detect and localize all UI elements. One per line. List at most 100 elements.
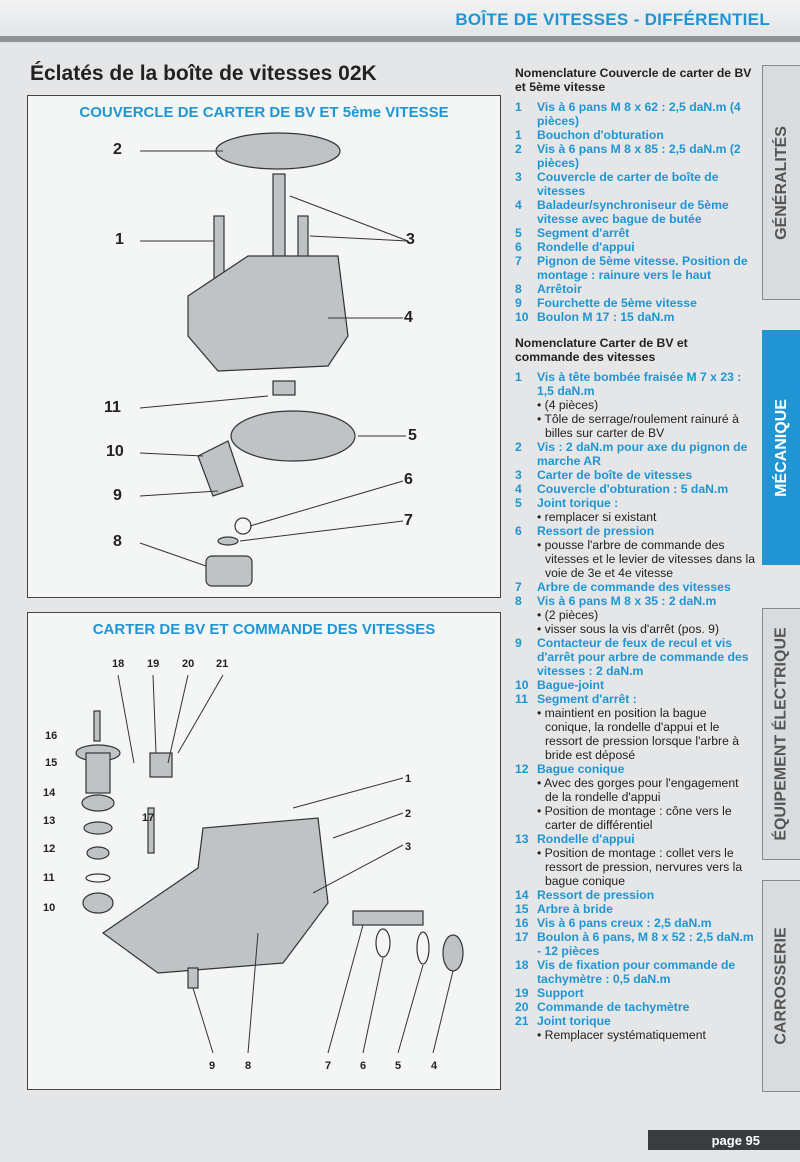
diagram-panel-housing: CARTER DE BV ET COMMANDE DES VITESSES 18…	[27, 612, 501, 1090]
item-number: 6	[515, 240, 522, 254]
item-number: 2	[515, 440, 522, 454]
part-selector-shaft	[352, 910, 424, 926]
item-number: 1	[515, 100, 522, 114]
part-housing	[101, 817, 329, 974]
exploded-diagram-housing	[75, 674, 464, 1054]
tab-equipement-electrique[interactable]: ÉQUIPEMENT ÉLECTRIQUE	[762, 608, 800, 860]
nomenclature-item: 2 Vis : 2 daN.m pour axe du pignon de mar…	[515, 440, 755, 468]
tab-mecanique[interactable]: MÉCANIQUE	[762, 330, 800, 565]
part-synchro	[230, 410, 356, 462]
item-notes: • pousse l'arbre de commande des vitesse…	[515, 538, 755, 580]
item-number: 15	[515, 902, 529, 916]
part-spring-6	[375, 928, 391, 958]
tab-generalites[interactable]: GÉNÉRALITÉS	[762, 65, 800, 300]
callout-19: 19	[147, 658, 160, 670]
item-number: 19	[515, 986, 529, 1000]
item-note: • visser sous la vis d'arrêt (pos. 9)	[537, 622, 720, 636]
callout-4: 4	[431, 1060, 438, 1072]
callout-9: 9	[209, 1060, 216, 1072]
item-note: • remplacer si existant	[537, 510, 657, 524]
item-text: Vis : 2 daN.m pour axe du pignon de marc…	[537, 440, 748, 468]
item-note: • Position de montage : collet vers le r…	[537, 846, 743, 888]
nomenclature-item: 5 Segment d'arrêt	[515, 226, 755, 240]
part-washer	[217, 536, 239, 546]
callout-13: 13	[43, 815, 56, 827]
part-circlip	[234, 517, 252, 535]
tab-carrosserie[interactable]: CARROSSERIE	[762, 880, 800, 1092]
item-note: • Remplacer systématiquement	[537, 1028, 706, 1042]
part-screw-16	[93, 710, 101, 742]
item-text: Carter de boîte de vitesses	[537, 468, 693, 482]
item-text: Couvercle de carter de boîte de vitesses	[537, 170, 719, 198]
item-text: Arbre à bride	[537, 902, 613, 916]
item-text: Arbre de commande des vitesses	[537, 580, 731, 594]
part-shaft	[85, 752, 111, 794]
callout-11: 11	[43, 872, 55, 884]
nomenclature-item: 7 Arbre de commande des vitesses	[515, 580, 755, 594]
part-switch-9	[187, 967, 199, 989]
item-notes: • Avec des gorges pour l'engagement de l…	[515, 776, 755, 832]
callout-2: 2	[113, 141, 122, 158]
item-number: 20	[515, 1000, 529, 1014]
part-plug	[215, 132, 341, 170]
callout-10: 10	[43, 902, 56, 914]
item-notes: • maintient en position la bague conique…	[515, 706, 755, 762]
part-cone-ring	[86, 846, 110, 860]
nomenclature-heading-cover: Nomenclature Couvercle de carter de BV e…	[515, 66, 752, 94]
item-note: • (2 pièces)	[537, 608, 599, 622]
item-note: • Avec des gorges pour l'engagement de l…	[537, 776, 739, 804]
item-text: Joint torique	[537, 1014, 611, 1028]
item-text: Pignon de 5ème vitesse. Position de mont…	[537, 254, 748, 282]
callout-21: 21	[216, 658, 229, 670]
callout-7: 7	[325, 1060, 332, 1072]
part-washer-13	[83, 821, 113, 835]
header-rule	[0, 36, 800, 42]
item-number: 14	[515, 888, 529, 902]
item-text: Rondelle d'appui	[537, 240, 635, 254]
part-oring-5	[416, 931, 430, 965]
nomenclature-item: 7 Pignon de 5ème vitesse. Position de mon…	[515, 254, 755, 282]
item-text: Segment d'arrêt	[537, 226, 630, 240]
item-number: 5	[515, 226, 522, 240]
callout-9: 9	[113, 487, 122, 504]
callout-1: 1	[405, 773, 412, 785]
part-gear	[205, 555, 253, 587]
item-number: 9	[515, 636, 522, 650]
item-text: Vis à 6 pans M 8 x 62 : 2,5 daN.m (4 piè…	[537, 100, 741, 128]
part-cover	[187, 255, 349, 372]
item-number: 5	[515, 496, 522, 510]
section-title: BOÎTE DE VITESSES - DIFFÉRENTIEL	[455, 10, 770, 29]
callout-1: 1	[115, 231, 124, 248]
callout-8: 8	[113, 533, 122, 550]
item-number: 7	[515, 254, 522, 268]
item-text: Bouchon d'obturation	[537, 128, 664, 142]
item-number: 1	[515, 128, 522, 142]
item-number: 16	[515, 916, 529, 930]
item-number: 7	[515, 580, 522, 594]
item-note: • maintient en position la bague conique…	[537, 706, 740, 762]
item-number: 1	[515, 370, 522, 384]
callout-5: 5	[395, 1060, 402, 1072]
callout-15: 15	[45, 757, 58, 769]
item-notes: • (2 pièces)• visser sous la vis d'arrêt…	[515, 608, 755, 636]
part-nut	[272, 380, 296, 396]
part-fork	[197, 440, 244, 497]
item-number: 8	[515, 282, 522, 296]
